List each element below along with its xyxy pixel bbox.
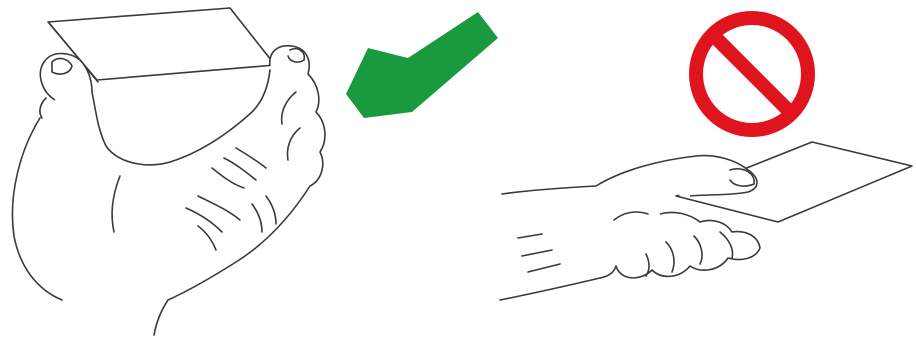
checkmark-icon <box>346 12 498 118</box>
thumb-right <box>596 156 757 196</box>
fingers-left <box>270 46 325 186</box>
hand-outline-left <box>92 70 270 165</box>
correct-method-panel <box>12 8 324 335</box>
fingers-right <box>616 212 760 277</box>
incorrect-method-panel <box>500 142 912 300</box>
hand-outline-right <box>502 186 596 194</box>
prohibited-icon <box>696 18 808 130</box>
